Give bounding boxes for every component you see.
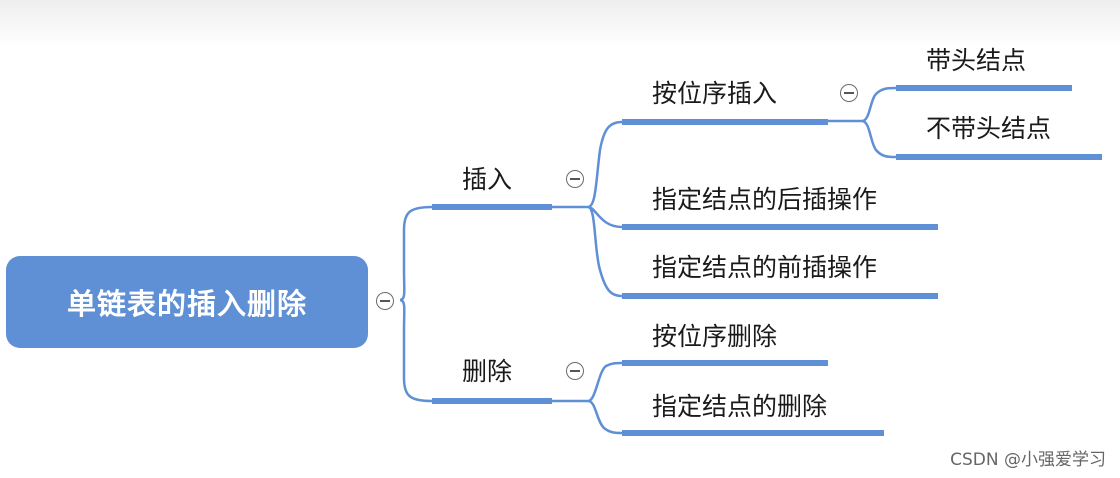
- collapse-root-icon[interactable]: [376, 292, 394, 310]
- top-band: [0, 0, 1120, 48]
- connector-insert-c1: [552, 120, 623, 209]
- node-insert-after[interactable]: 指定结点的后插操作: [652, 185, 878, 214]
- node-insert[interactable]: 插入: [462, 165, 513, 194]
- underlines: [432, 85, 1102, 436]
- root-node[interactable]: 单链表的插入删除: [6, 256, 368, 348]
- connector-delete-c1: [552, 361, 623, 403]
- collapse-insert-icon[interactable]: [566, 170, 584, 188]
- node-delete-node[interactable]: 指定结点的删除: [652, 392, 828, 421]
- connector-insert-by-order-c1: [828, 86, 897, 123]
- node-delete[interactable]: 删除: [462, 357, 513, 386]
- node-insert-before[interactable]: 指定结点的前插操作: [652, 253, 878, 282]
- node-delete-by-order[interactable]: 按位序删除: [652, 322, 778, 351]
- node-without-head[interactable]: 不带头结点: [926, 114, 1052, 143]
- connector-root-insert: [399, 205, 433, 302]
- connector-curves: [399, 86, 897, 435]
- connector-delete-c2: [587, 399, 623, 435]
- watermark: CSDN @小强爱学习: [950, 450, 1106, 470]
- node-with-head[interactable]: 带头结点: [926, 46, 1027, 75]
- collapse-delete-icon[interactable]: [566, 362, 584, 380]
- collapse-insert-by-order-icon[interactable]: [840, 84, 858, 102]
- connector-insert-by-order-c2: [861, 119, 897, 159]
- node-insert-by-order[interactable]: 按位序插入: [652, 79, 778, 108]
- connector-root-delete: [399, 298, 433, 403]
- connector-insert-c3: [587, 205, 623, 298]
